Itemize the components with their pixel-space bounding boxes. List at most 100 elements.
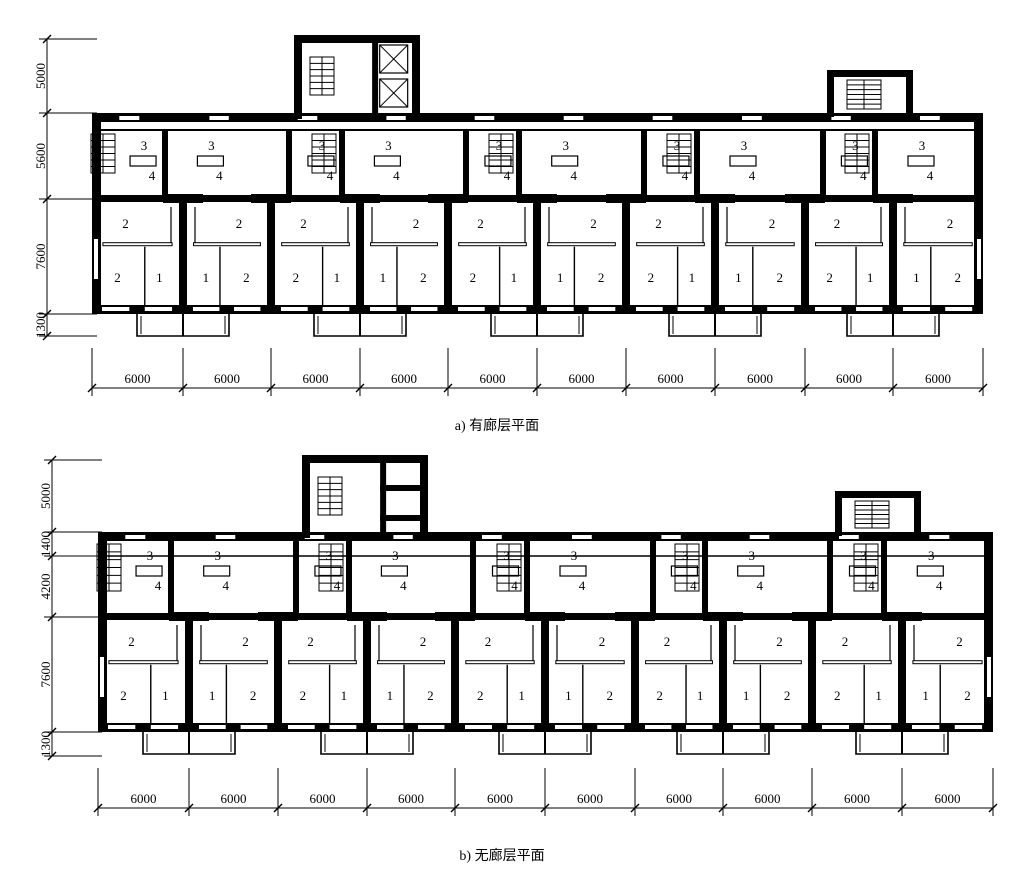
window [393,535,413,539]
bay-dimension-label: 6000 [398,791,424,806]
cross-wall [641,130,647,199]
party-wall [533,199,541,314]
tower-wall [906,70,913,117]
window [987,657,991,697]
elevator-box [379,44,409,74]
window [815,307,842,311]
window [725,307,752,311]
bay-dimension-label: 6000 [480,371,506,386]
cross-wall [827,540,833,617]
stair-icon [311,133,337,174]
wall-head [251,194,291,203]
counter [547,242,616,247]
balcony [846,314,940,337]
window [954,725,983,729]
room-label-1: 1 [209,688,216,703]
stair-icon [666,133,692,174]
fixture [916,565,944,577]
depth-dimension-label: 5000 [38,483,53,509]
room-label-2: 2 [655,216,662,231]
room-label-4: 4 [334,578,341,593]
party-wall [363,617,371,732]
cross-wall [694,130,700,199]
room-label-3: 3 [928,548,935,563]
window [661,535,681,539]
window [588,307,616,311]
room-label-2: 2 [955,270,962,285]
cross-wall [881,540,887,617]
room-label-3: 3 [392,548,399,563]
outer-wall-north [98,532,993,541]
room-label-3: 3 [741,138,748,153]
window [215,535,236,539]
cross-wall [346,540,352,617]
room-label-1: 1 [387,688,394,703]
balcony [320,732,414,755]
room-label-2: 2 [122,216,129,231]
room-label-3: 3 [214,548,221,563]
party-wall [179,199,187,314]
bay-dimension-label: 6000 [747,371,773,386]
tick-mark [178,383,188,393]
window [856,307,883,311]
counter [636,242,705,247]
balcony [142,732,236,755]
tick-mark [47,751,57,761]
room-label-2: 2 [842,634,849,649]
room-label-2: 2 [114,270,121,285]
party-wall [541,617,549,732]
stair-icon [846,79,882,110]
tick-mark [540,803,550,813]
room-label-2: 2 [300,216,307,231]
counter [733,660,802,665]
fixture [729,155,757,167]
room-label-2: 2 [427,688,434,703]
stair-icon [90,133,116,174]
room-label-2: 2 [250,688,257,703]
tower-wall [380,455,387,532]
wall-head [873,194,913,203]
bay-dimension-label: 6000 [125,371,151,386]
window [645,725,672,729]
wall-head [615,612,655,621]
room-label-2: 2 [128,634,135,649]
stair-icon [317,476,343,516]
room-label-2: 2 [300,688,307,703]
bay-dimension-label: 6000 [666,791,692,806]
window [686,725,713,729]
window [199,725,226,729]
tick-mark [42,108,52,118]
cross-wall [339,130,345,199]
party-wall [719,617,727,732]
tower-wall [827,70,834,117]
party-wall [622,199,630,314]
outer-wall-west [92,113,101,314]
elevator-icon [379,44,409,74]
tick-mark [47,551,57,561]
wall-head [882,612,922,621]
room-label-1: 1 [334,270,341,285]
room-label-1: 1 [735,270,742,285]
wall-head [785,194,825,203]
party-wall [267,199,275,314]
room-label-2: 2 [470,270,477,285]
bay-dimension-label: 6000 [836,371,862,386]
window [652,116,673,120]
window [864,725,892,729]
counter [370,242,438,247]
party-wall [898,617,906,732]
room-label-2: 2 [776,634,783,649]
tick-mark [897,803,907,813]
window [572,535,592,539]
bay-dimension-label: 6000 [569,371,595,386]
tick-mark [47,612,57,622]
tower-wall [835,491,842,536]
